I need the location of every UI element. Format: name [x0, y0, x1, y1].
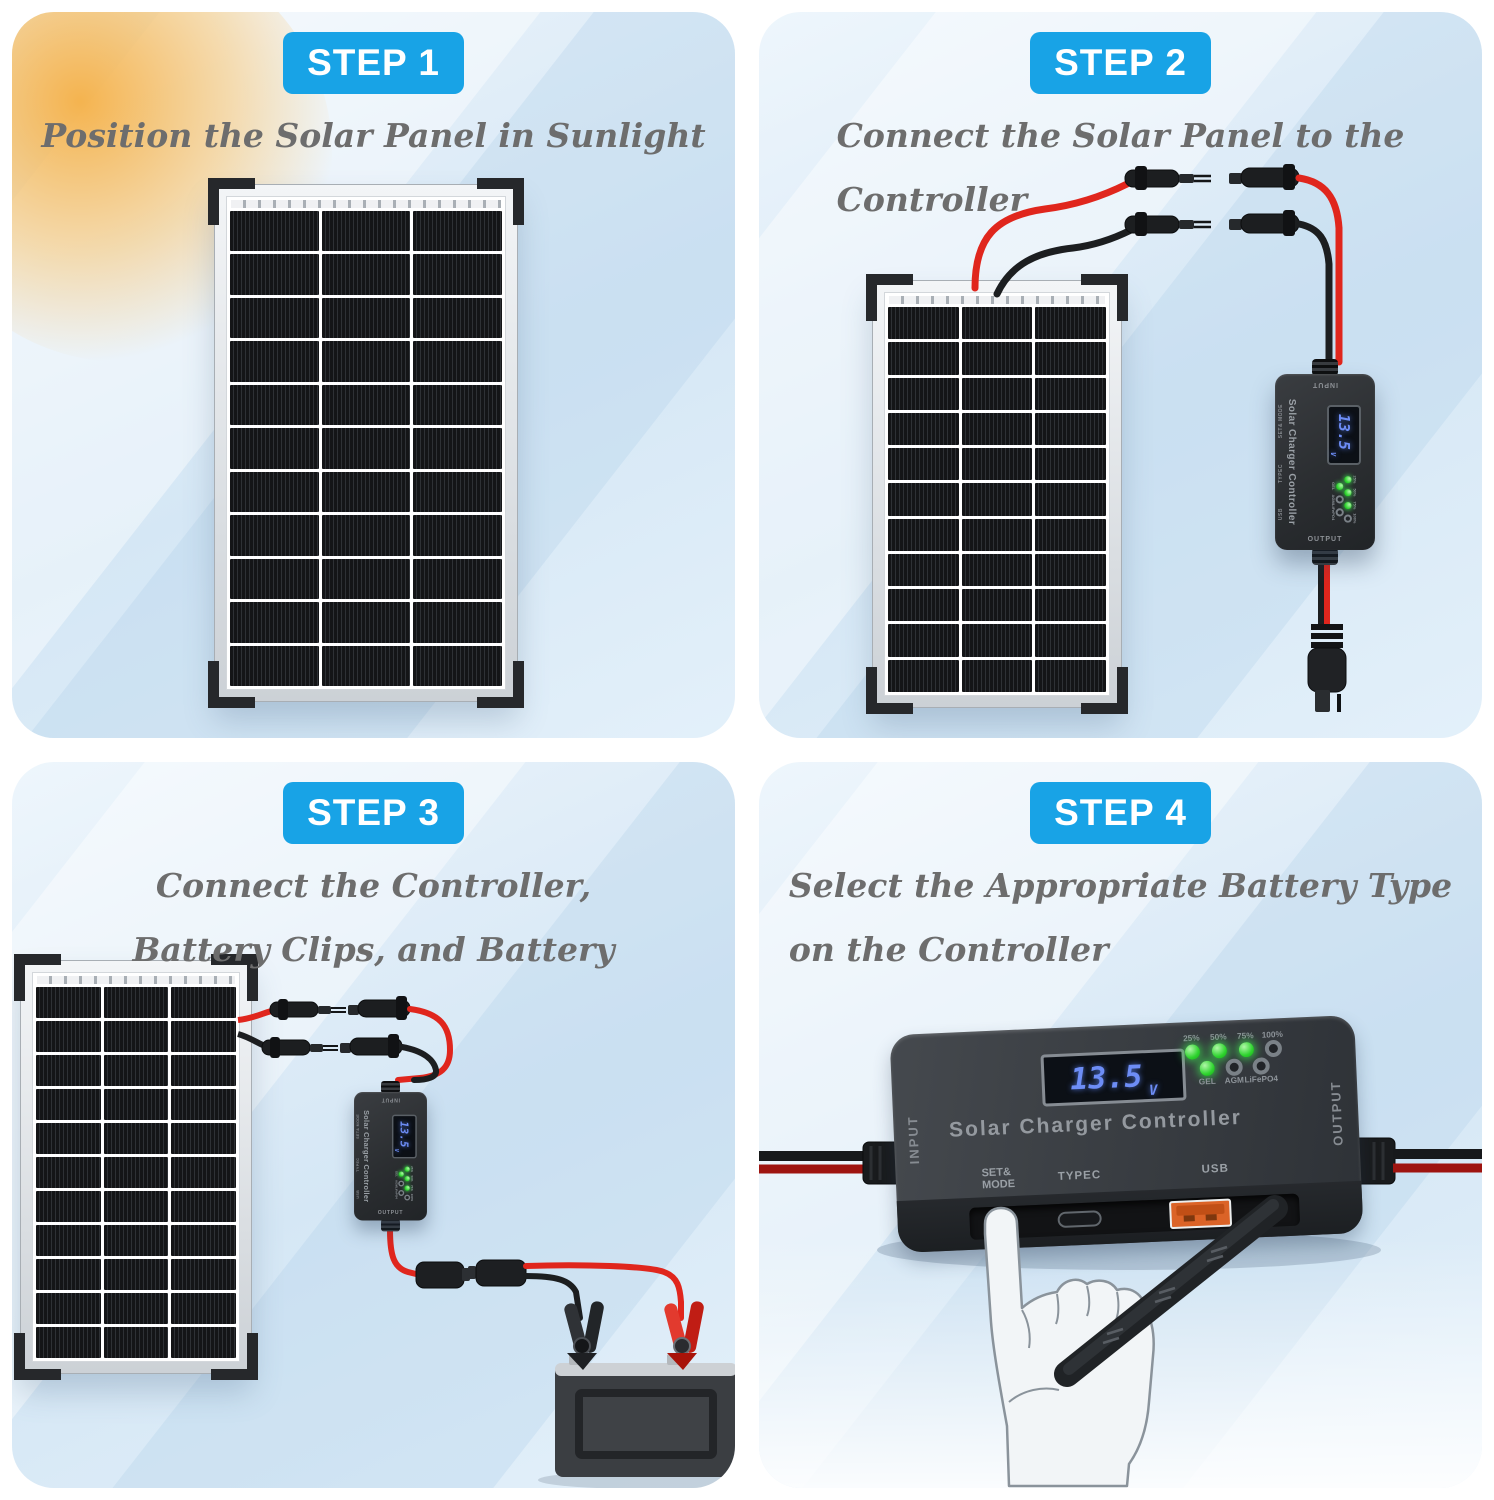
controller-name: Solar Charger Controller: [948, 1105, 1243, 1142]
sae-connector: [1307, 624, 1347, 712]
mc4-connector-black-female: [340, 1034, 403, 1058]
battery-shadow: [538, 1471, 735, 1488]
step4-badge: STEP 4: [1030, 782, 1211, 844]
red-wire: [523, 1262, 684, 1321]
mc4-connector-red-female: [348, 996, 411, 1020]
output-label: OUTPUT: [1327, 1080, 1346, 1147]
panel-corner-bracket: [866, 667, 913, 714]
step3-badge: STEP 3: [283, 782, 464, 844]
mc4-connector-red-male: [269, 999, 346, 1020]
step3-title: Connect the Controller, Battery Clips, a…: [132, 866, 615, 970]
panel-corner-bracket: [477, 661, 524, 708]
battery-terminal: [667, 1354, 685, 1365]
battery-clip-black: [564, 1301, 604, 1370]
red-wire: [395, 1006, 454, 1083]
set-mode-label: SET&MODE: [981, 1166, 1016, 1192]
panel-corner-bracket: [1081, 274, 1128, 321]
step2-badge: STEP 2: [1030, 32, 1211, 94]
output-strain-relief: [381, 1219, 400, 1232]
solar-panel-illustration: [208, 178, 524, 708]
battery-clip-red: [664, 1301, 704, 1370]
panel-corner-bracket: [1081, 667, 1128, 714]
busbar-strip: [37, 976, 235, 984]
panel-corner-bracket: [14, 1333, 61, 1380]
panel-corner-bracket: [208, 178, 255, 225]
controller-name: Solar Charger Controller: [1286, 398, 1297, 526]
output-strain-relief: [1312, 548, 1338, 565]
battery-terminal: [569, 1354, 587, 1365]
step1-panel: STEP 1 Position the Solar Panel in Sunli…: [12, 12, 735, 738]
step2-panel: STEP 2 Connect the Solar Panel to the Co…: [759, 12, 1482, 738]
busbar-strip: [231, 200, 501, 208]
step3-panel: STEP 3 Connect the Controller, Battery C…: [12, 762, 735, 1488]
black-wire: [399, 1044, 440, 1083]
solar-cells: [885, 304, 1109, 695]
black-wire: [1295, 220, 1333, 366]
floor-highlight: [759, 1238, 1482, 1488]
step4-title: Select the Appropriate Battery Type on t…: [788, 866, 1453, 970]
usb-port: [1168, 1198, 1233, 1230]
busbar-strip: [889, 296, 1105, 304]
port-recess: [969, 1193, 1301, 1240]
step1-badge: STEP 1: [283, 32, 464, 94]
panel-corner-bracket: [477, 178, 524, 225]
step4-panel: STEP 4 Select the Appropriate Battery Ty…: [759, 762, 1482, 1488]
typec-port: [1057, 1210, 1102, 1229]
solar-panel-illustration: [14, 954, 258, 1380]
output-label: OUTPUT: [377, 1210, 404, 1216]
solar-cells: [227, 208, 505, 689]
panel-corner-bracket: [866, 274, 913, 321]
solar-panel-illustration: [866, 274, 1128, 714]
panel-corner-bracket: [211, 954, 258, 1001]
step1-title: Position the Solar Panel in Sunlight: [41, 116, 706, 155]
sae-connector-pair: [415, 1259, 527, 1289]
output-label: OUTPUT: [1307, 536, 1343, 543]
black-wire: [523, 1273, 583, 1321]
step2-title: Connect the Solar Panel to the Controlle…: [836, 116, 1405, 220]
usb-label: USB: [1201, 1162, 1230, 1176]
panel-corner-bracket: [14, 954, 61, 1001]
input-strain-relief: [381, 1081, 400, 1094]
typec-label: TYPEC: [1057, 1169, 1102, 1184]
solar-cells: [33, 984, 239, 1361]
red-wire: [387, 1227, 419, 1277]
set-mode-button: [991, 1208, 1019, 1236]
mc4-connector-black-male: [261, 1037, 338, 1058]
controller-name: Solar Charger Controller: [362, 1110, 371, 1203]
panel-corner-bracket: [208, 661, 255, 708]
panel-corner-bracket: [211, 1333, 258, 1380]
battery: [555, 1354, 735, 1477]
